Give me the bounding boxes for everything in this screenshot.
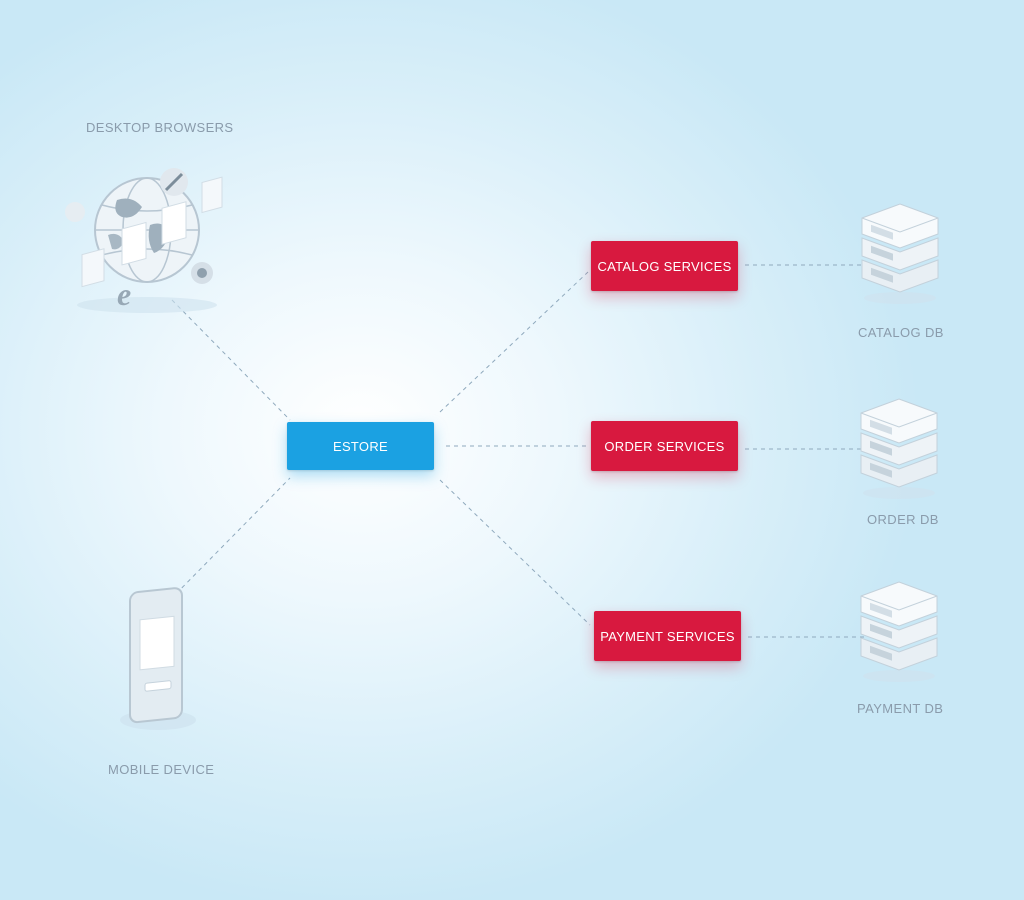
connector-mobile-estore [164, 477, 291, 606]
globe-browsers-icon: e [62, 165, 232, 315]
estore-label: ESTORE [332, 438, 389, 454]
catalog-db-icon [858, 200, 948, 305]
catalog-services-box: CATALOG SERVICES [591, 241, 738, 291]
payment-db-icon [857, 578, 947, 683]
estore-box: ESTORE [287, 422, 434, 470]
desktop-browsers-label: DESKTOP BROWSERS [86, 120, 234, 135]
catalog-db-label: CATALOG DB [858, 325, 944, 340]
mobile-phone-icon [110, 585, 200, 735]
order-db-label: ORDER DB [867, 512, 939, 527]
order-db-icon [857, 395, 947, 500]
payment-db-label: PAYMENT DB [857, 701, 944, 716]
order-services-box: ORDER SERVICES [591, 421, 738, 471]
connector-desktop-estore [171, 299, 291, 421]
svg-text:e: e [117, 276, 131, 312]
connector-estore-catalog [439, 271, 589, 413]
order-services-label: ORDER SERVICES [604, 438, 725, 454]
mobile-device-label: MOBILE DEVICE [108, 762, 215, 777]
payment-services-label: PAYMENT SERVICES [600, 628, 735, 644]
connector-estore-payment [439, 479, 591, 626]
catalog-services-label: CATALOG SERVICES [597, 258, 732, 274]
payment-services-box: PAYMENT SERVICES [594, 611, 741, 661]
